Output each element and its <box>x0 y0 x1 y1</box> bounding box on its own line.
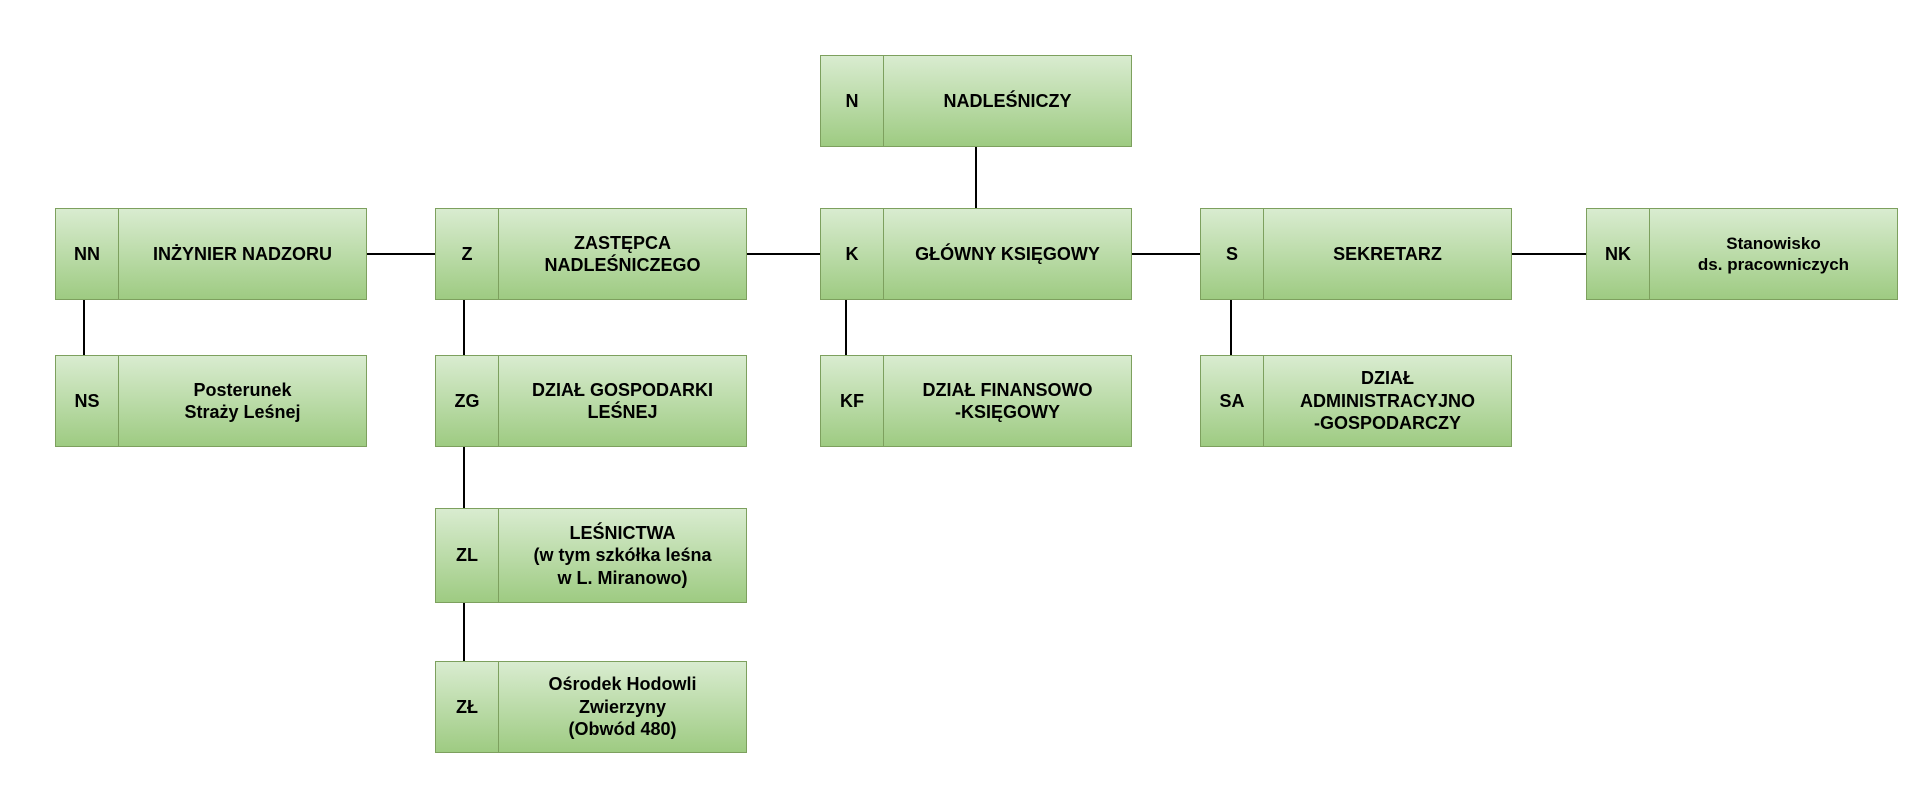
org-node-osrodek-hodowli-zwierzyny: ZŁ Ośrodek Hodowli Zwierzyny (Obwód 480) <box>435 661 747 753</box>
node-code: ZL <box>436 509 499 602</box>
org-node-posterunek-strazy-lesnej: NS Posterunek Straży Leśnej <box>55 355 367 447</box>
node-label: ZASTĘPCA NADLEŚNICZEGO <box>544 232 701 276</box>
node-label: INŻYNIER NADZORU <box>153 243 332 264</box>
org-node-dzial-finansowo-ksiegowy: KF DZIAŁ FINANSOWO -KSIĘGOWY <box>820 355 1132 447</box>
org-node-stanowisko-pracownicze: NK Stanowisko ds. pracowniczych <box>1586 208 1898 300</box>
node-code: ZŁ <box>436 662 499 752</box>
node-code: S <box>1201 209 1264 299</box>
node-label: Ośrodek Hodowli Zwierzyny (Obwód 480) <box>548 674 697 740</box>
node-label: DZIAŁ GOSPODARKI LEŚNEJ <box>531 379 713 423</box>
node-code: NS <box>56 356 119 446</box>
node-code: NN <box>56 209 119 299</box>
connector-k-s <box>1132 253 1200 255</box>
org-node-dzial-administracyjno-gospodarczy: SA DZIAŁ ADMINISTRACYJNO -GOSPODARCZY <box>1200 355 1512 447</box>
org-node-glowny-ksiegowy: K GŁÓWNY KSIĘGOWY <box>820 208 1132 300</box>
node-code: KF <box>821 356 884 446</box>
org-node-nadlesniczy: N NADLEŚNICZY <box>820 55 1132 147</box>
org-node-dzial-gospodarki-lesnej: ZG DZIAŁ GOSPODARKI LEŚNEJ <box>435 355 747 447</box>
connector-k-kf <box>845 300 847 355</box>
connector-zl-zlo <box>463 603 465 661</box>
node-label: Stanowisko ds. pracowniczych <box>1697 233 1850 274</box>
node-code: SA <box>1201 356 1264 446</box>
node-code: NK <box>1587 209 1650 299</box>
connector-s-sa <box>1230 300 1232 355</box>
node-code: Z <box>436 209 499 299</box>
connector-z-zg <box>463 300 465 355</box>
org-node-lesnictwa: ZL LEŚNICTWA (w tym szkółka leśna w L. M… <box>435 508 747 603</box>
node-label: SEKRETARZ <box>1333 243 1442 264</box>
connector-nn-ns <box>83 300 85 355</box>
node-code: K <box>821 209 884 299</box>
org-node-sekretarz: S SEKRETARZ <box>1200 208 1512 300</box>
node-label: NADLEŚNICZY <box>943 90 1072 111</box>
node-code: N <box>821 56 884 146</box>
connector-nn-z <box>367 253 435 255</box>
org-node-zastepca-nadlesniczego: Z ZASTĘPCA NADLEŚNICZEGO <box>435 208 747 300</box>
node-code: ZG <box>436 356 499 446</box>
node-label: Posterunek Straży Leśnej <box>184 379 301 423</box>
connector-zg-zl <box>463 447 465 508</box>
node-label: DZIAŁ FINANSOWO -KSIĘGOWY <box>922 379 1093 423</box>
connector-n-k <box>975 147 977 208</box>
connector-z-k <box>747 253 820 255</box>
connector-s-nk <box>1512 253 1586 255</box>
node-label: GŁÓWNY KSIĘGOWY <box>915 243 1100 264</box>
node-label: DZIAŁ ADMINISTRACYJNO -GOSPODARCZY <box>1299 368 1475 434</box>
node-label: LEŚNICTWA (w tym szkółka leśna w L. Mira… <box>533 522 712 588</box>
org-node-inzynier-nadzoru: NN INŻYNIER NADZORU <box>55 208 367 300</box>
